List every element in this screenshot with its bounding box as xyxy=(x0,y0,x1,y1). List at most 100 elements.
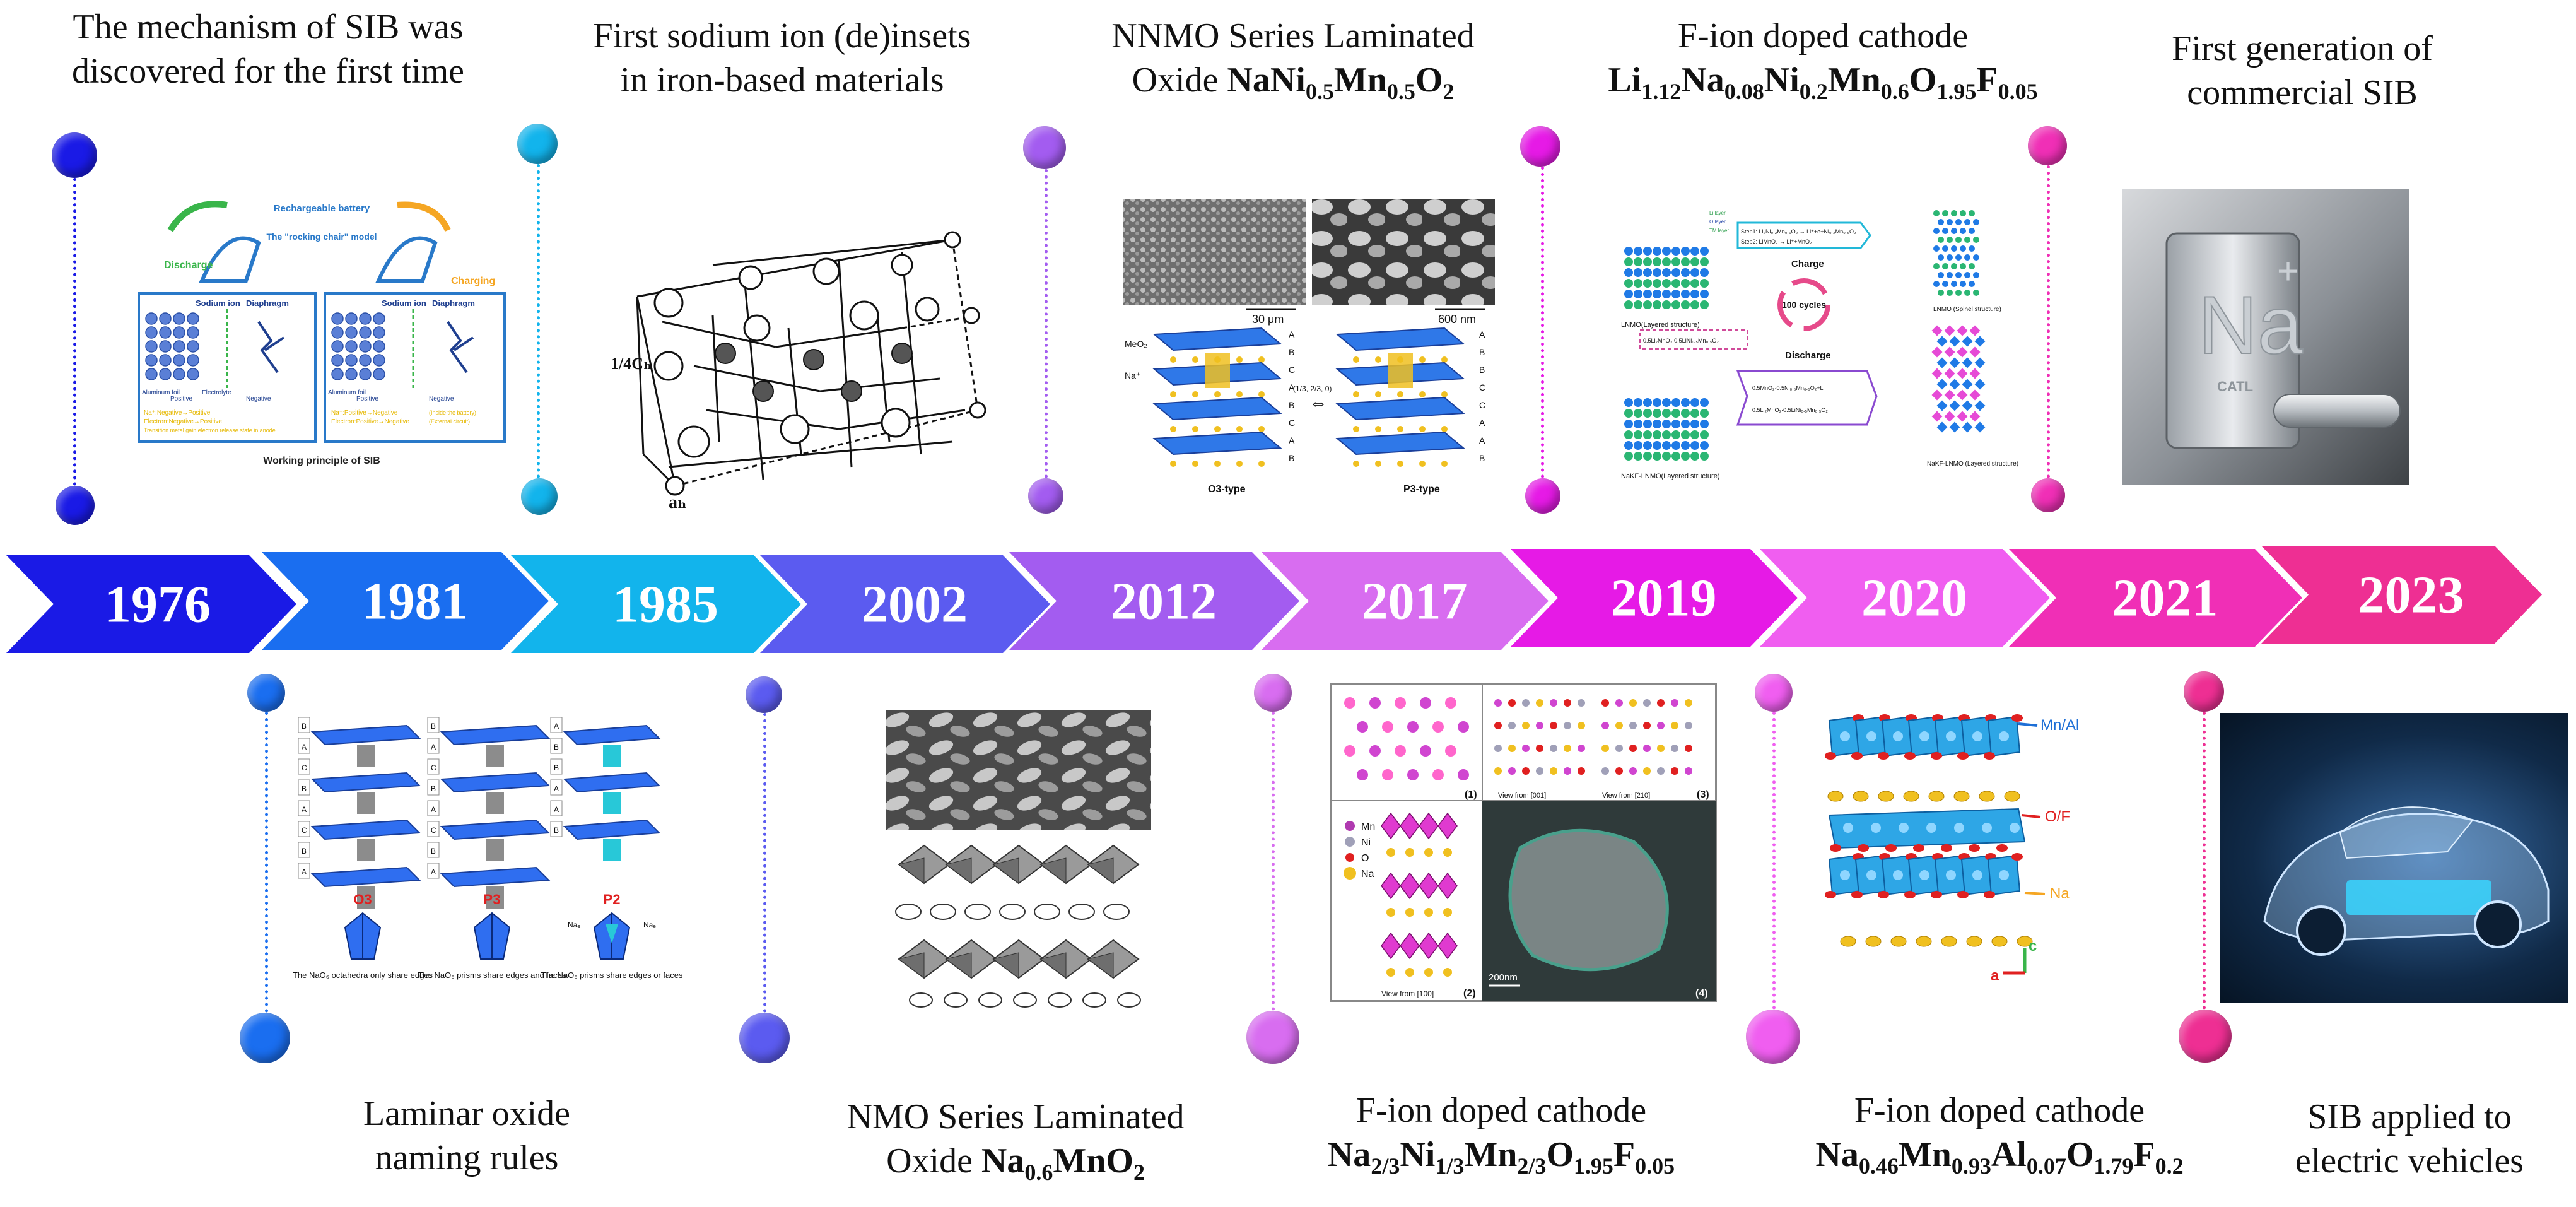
svg-text:A: A xyxy=(431,743,436,751)
svg-text:Diaphragm: Diaphragm xyxy=(432,298,475,308)
node-2021-top xyxy=(2028,126,2067,165)
svg-text:Step2: LiMnO₂ → Li⁺+MnO₂: Step2: LiMnO₂ → Li⁺+MnO₂ xyxy=(1741,238,1812,245)
node-2012-top xyxy=(1023,126,1066,169)
sodium-ion-grid-right xyxy=(331,312,385,380)
connector-2017 xyxy=(1272,712,1275,1011)
connector-1981 xyxy=(265,712,268,1013)
rechargeable-label: Rechargeable battery xyxy=(274,203,370,214)
svg-text:B: B xyxy=(554,763,559,772)
na-label: Na xyxy=(2050,885,2070,902)
svg-text:The NaO₆ prisms share edges or: The NaO₆ prisms share edges or faces xyxy=(541,970,683,980)
svg-text:View from [100]: View from [100] xyxy=(1381,989,1434,998)
svg-text:LNMO(Layered structure): LNMO(Layered structure) xyxy=(1621,321,1700,329)
year-label-1976: 1976 xyxy=(105,575,211,634)
svg-text:TM layer: TM layer xyxy=(1709,228,1729,233)
connector-2019 xyxy=(1541,167,1544,478)
svg-text:A: A xyxy=(431,868,436,876)
svg-text:A: A xyxy=(554,722,559,731)
double-arrow-icon: ⇔ xyxy=(1309,392,1328,413)
caption-2012: NNMO Series Laminated Oxide NaNi0.5Mn0.5… xyxy=(1111,16,1475,105)
svg-text:A: A xyxy=(431,805,436,814)
svg-text:Aluminum foil: Aluminum foil xyxy=(142,389,180,396)
node-1985-bottom xyxy=(521,478,558,515)
node-1976-top xyxy=(52,132,97,178)
svg-text:B: B xyxy=(554,743,559,751)
svg-text:B: B xyxy=(431,847,436,856)
panel-1985-lattice: 1/4Cₕ aₕ xyxy=(599,202,1003,517)
orange-arrow-icon xyxy=(397,201,451,232)
node-1981-bottom xyxy=(240,1013,290,1063)
svg-text:C: C xyxy=(431,826,436,835)
charge-box xyxy=(324,292,506,443)
battery-pack-icon xyxy=(2346,880,2491,915)
a-axis-label: aₕ xyxy=(669,493,687,512)
node-1985-top xyxy=(517,124,558,164)
node-2021-bottom xyxy=(2031,478,2065,512)
svg-text:C: C xyxy=(302,826,307,835)
svg-text:Ni: Ni xyxy=(1361,837,1371,848)
svg-text:A: A xyxy=(302,868,307,876)
rear-wheel-icon xyxy=(2474,900,2522,948)
node-2017-top xyxy=(1254,674,1292,712)
timeline-chevron-2002 xyxy=(760,555,1050,653)
discharge-label: Discharge xyxy=(164,260,213,271)
svg-text:B: B xyxy=(1289,453,1294,463)
timeline-chevron-2017 xyxy=(1262,552,1549,650)
svg-text:View from [001]: View from [001] xyxy=(1498,792,1546,799)
lnmo-layered-bottom xyxy=(1624,398,1709,461)
sem-image-right xyxy=(1312,199,1495,305)
svg-text:View from [210]: View from [210] xyxy=(1602,792,1650,799)
panel-1976-rocking-chair: Rechargeable battery The "rocking chair"… xyxy=(132,186,511,476)
year-label-2019: 2019 xyxy=(1611,569,1717,628)
node-2019-top xyxy=(1520,126,1560,167)
svg-text:Step1: Li₂Ni₀.₂Mn₀.₆O₂ → Li⁺+e: Step1: Li₂Ni₀.₂Mn₀.₆O₂ → Li⁺+e+Ni₀.₂Mn₀.… xyxy=(1741,228,1856,235)
octahedra-column xyxy=(1381,812,1458,977)
svg-text:A: A xyxy=(1289,382,1295,392)
svg-text:Electron:Positive→Negative: Electron:Positive→Negative xyxy=(331,418,409,425)
year-label-2020: 2020 xyxy=(1861,569,1967,628)
svg-text:A: A xyxy=(1289,329,1295,339)
panel-2017-f-doped: Mn Ni O Na (1) (2) (3) (4) View from [10… xyxy=(1330,683,1717,1002)
svg-text:30 μm: 30 μm xyxy=(1252,313,1284,326)
rocking-chair-left-icon xyxy=(199,236,261,283)
svg-text:O: O xyxy=(1361,853,1369,864)
svg-text:Na⁺: Na⁺ xyxy=(1125,370,1140,380)
na-logo: Na xyxy=(2198,279,2304,371)
svg-text:a: a xyxy=(1991,967,1999,984)
svg-text:Na: Na xyxy=(1361,869,1374,880)
svg-text:(1/3, 2/3, 0): (1/3, 2/3, 0) xyxy=(1293,384,1332,393)
svg-text:Naₑ: Naₑ xyxy=(568,921,580,929)
connector-2021 xyxy=(2047,165,2050,478)
node-2012-bottom xyxy=(1028,478,1063,514)
timeline-chevron-1976 xyxy=(6,555,296,653)
svg-text:Diaphragm: Diaphragm xyxy=(246,298,289,308)
svg-text:C: C xyxy=(431,763,436,772)
svg-text:O3-type: O3-type xyxy=(1208,484,1246,495)
svg-text:Na⁺:Negative→Positive: Na⁺:Negative→Positive xyxy=(144,409,211,416)
svg-text:C: C xyxy=(1479,400,1485,410)
svg-text:B: B xyxy=(1289,347,1294,357)
prismatic-cell-icon xyxy=(2165,232,2300,449)
caption-2020: F-ion doped cathode Na0.46Mn0.93Al0.07O1… xyxy=(1815,1091,2184,1179)
svg-text:B: B xyxy=(1479,347,1485,357)
svg-text:Transition metal gain electron: Transition metal gain electron release s… xyxy=(144,427,276,433)
svg-text:Positive: Positive xyxy=(356,396,378,403)
svg-text:0.5Li₂MnO₃·0.5LiNi₀.₅Mn₀.₅O₂: 0.5Li₂MnO₃·0.5LiNi₀.₅Mn₀.₅O₂ xyxy=(1643,338,1719,344)
svg-text:B: B xyxy=(302,847,307,856)
connector-1976 xyxy=(73,178,76,486)
charging-label: Charging xyxy=(451,276,495,286)
svg-text:NaKF-LNMO (Layered structure): NaKF-LNMO (Layered structure) xyxy=(1927,461,2018,468)
svg-text:B: B xyxy=(302,784,307,793)
svg-text:A: A xyxy=(1479,435,1485,445)
caption-2021: First generation of commercial SIB xyxy=(2172,29,2433,112)
timeline-chevron-2019 xyxy=(1511,549,1798,647)
working-principle-label: Working principle of SIB xyxy=(263,456,380,466)
year-label-2002: 2002 xyxy=(862,575,968,634)
svg-text:(2): (2) xyxy=(1463,988,1476,999)
o3-structure xyxy=(1152,327,1282,467)
svg-text:Naₑ: Naₑ xyxy=(643,921,656,929)
svg-text:Sodium ion: Sodium ion xyxy=(382,298,426,308)
svg-text:C: C xyxy=(302,763,307,772)
c-axis-label: 1/4Cₕ xyxy=(611,355,652,373)
